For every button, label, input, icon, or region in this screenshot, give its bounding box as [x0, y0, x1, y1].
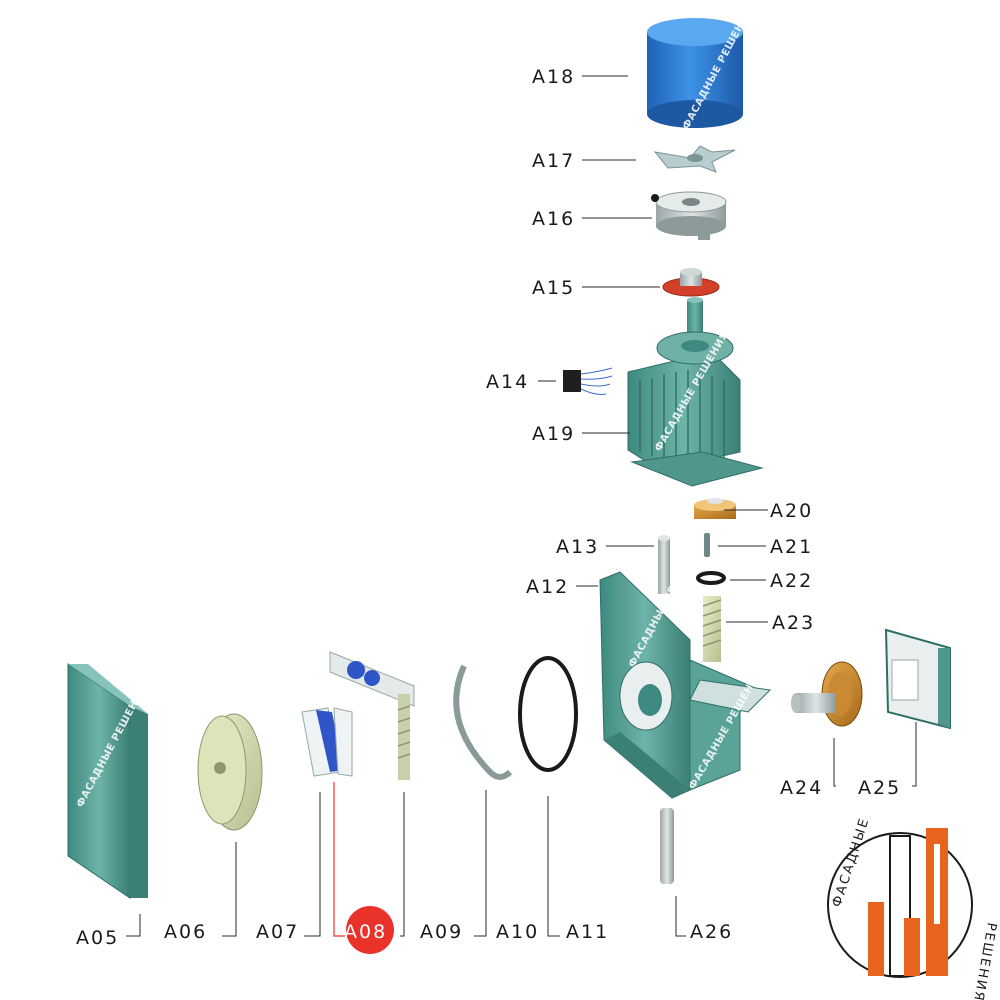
- part-a07-bracket: [301, 707, 353, 777]
- label-a15: A15: [532, 277, 575, 299]
- part-a19-motor: ФАСАДНЫЕ РЕШЕНИЯ: [627, 297, 764, 487]
- part-a21-pin: [704, 533, 710, 557]
- part-a13-shaft: [658, 535, 670, 594]
- label-a08: A08: [344, 921, 387, 943]
- label-a25: A25: [858, 777, 901, 799]
- label-a23: A23: [772, 612, 815, 634]
- label-a26: A26: [690, 921, 733, 943]
- part-a15-bearing: [662, 268, 720, 297]
- label-a09: A09: [420, 921, 463, 943]
- label-a12: A12: [526, 576, 569, 598]
- label-a14: A14: [486, 371, 529, 393]
- label-a17: A17: [532, 150, 575, 172]
- part-a12-housing: ФАСАДНЫЕ РЕШЕНИЯ ФАСАДНЫЕ РЕШЕНИЯ: [599, 544, 772, 799]
- label-a20: A20: [770, 500, 813, 522]
- part-a18-cover: ФАСАДНЫЕ РЕШЕНИЯ: [647, 6, 755, 131]
- label-a08-highlight: [346, 906, 394, 954]
- part-a23-worm: [702, 596, 722, 662]
- leader-line-a08-highlight: [333, 782, 346, 937]
- label-a05: A05: [76, 927, 119, 949]
- part-a06-pulley: [197, 713, 263, 831]
- part-a26-rod: [660, 808, 674, 884]
- brand-logo: ФАСАДНЫЕ РЕШЕНИЯ: [827, 816, 999, 1000]
- part-a10-arc: [453, 664, 513, 780]
- label-a07: A07: [256, 921, 299, 943]
- logo-bottom-text: РЕШЕНИЯ: [970, 921, 999, 1000]
- part-labels: A18 A17 A16 A15 A14 A19 A20 A21 A13 A22 …: [76, 66, 901, 954]
- label-a19: A19: [532, 423, 575, 445]
- part-a11-ring: [518, 656, 578, 772]
- part-a20-coupling: [694, 498, 736, 519]
- label-a21: A21: [770, 536, 813, 558]
- label-a11: A11: [566, 921, 609, 943]
- part-a22-ring: [696, 571, 726, 585]
- label-a18: A18: [532, 66, 575, 88]
- label-a06: A06: [164, 921, 207, 943]
- part-a09-lever: [329, 651, 415, 780]
- label-a13: A13: [556, 536, 599, 558]
- part-a14-terminal: [563, 367, 613, 395]
- logo-top-text: ФАСАДНЫЕ: [830, 816, 873, 910]
- leader-lines: [126, 75, 917, 937]
- label-a24: A24: [780, 777, 823, 799]
- part-a25-plate: [884, 628, 951, 730]
- part-a16-brake: [651, 191, 727, 240]
- label-a22: A22: [770, 570, 813, 592]
- part-a24-gear: [791, 661, 863, 727]
- label-a10: A10: [496, 921, 539, 943]
- label-a16: A16: [532, 208, 575, 230]
- part-a17-fan: [653, 145, 736, 173]
- part-a05-cover: ФАСАДНЫЕ РЕШЕНИЯ: [67, 663, 149, 899]
